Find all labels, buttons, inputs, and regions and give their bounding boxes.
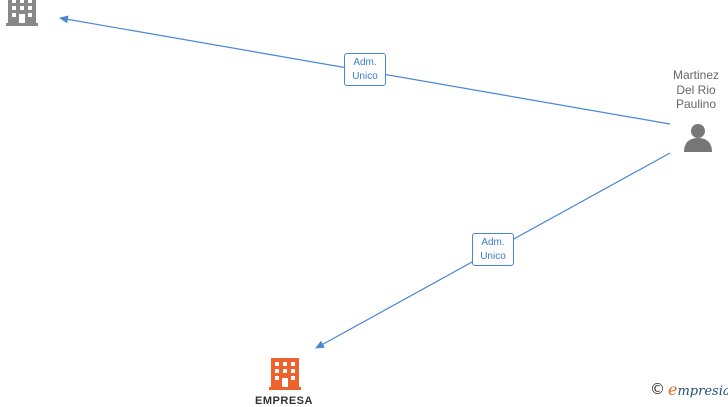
person-icon [684, 124, 712, 152]
brand-watermark: © empresia [650, 379, 728, 399]
edge-label-top[interactable]: Adm. Unico [344, 53, 386, 86]
copyright-icon: © [650, 380, 665, 398]
building-icon [6, 0, 38, 26]
person-node[interactable] [684, 124, 712, 152]
company-bottom-node[interactable] [269, 358, 301, 390]
brand-logo: empresia [668, 379, 728, 399]
company-top-node[interactable] [6, 0, 38, 26]
building-icon [269, 358, 301, 390]
person-name-label: Martinez Del Rio Paulino [672, 68, 719, 111]
edge-label-bottom[interactable]: Adm. Unico [472, 233, 514, 266]
company-bottom-label: EMPRESA [255, 395, 313, 407]
